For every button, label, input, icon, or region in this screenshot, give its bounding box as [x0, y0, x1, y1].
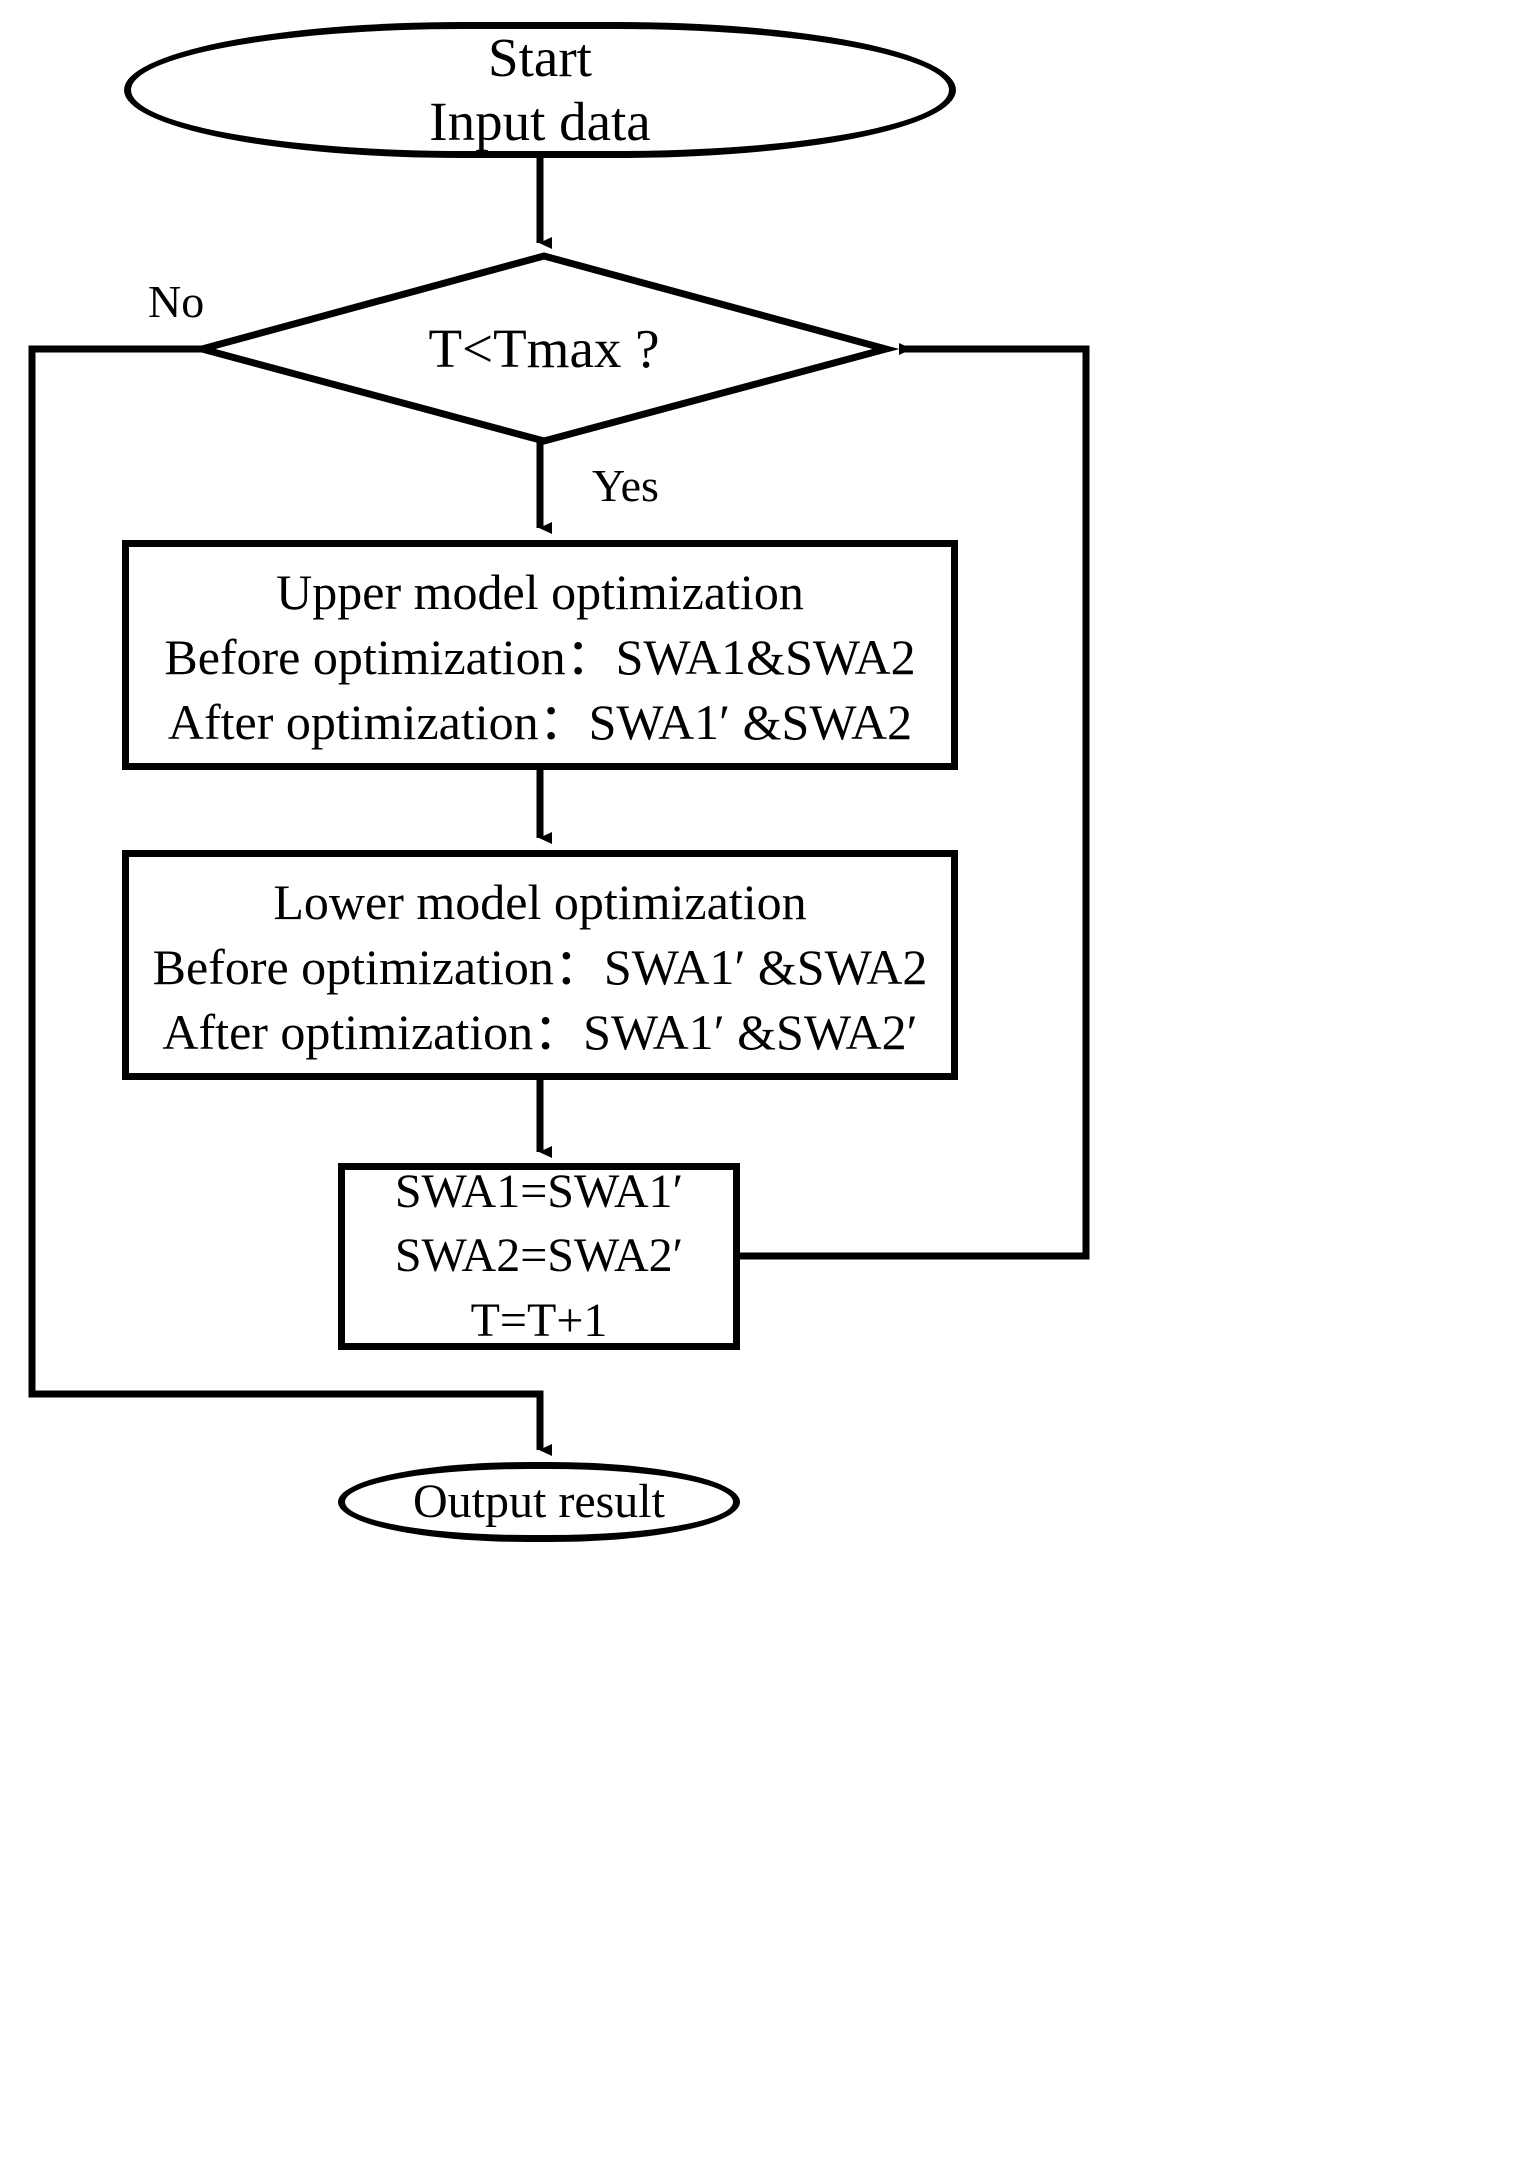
node-update-line-1: SWA1=SWA1′	[394, 1165, 684, 1219]
node-output-line-1: Output result	[413, 1474, 665, 1528]
node-decision[interactable]: T<Tmax ?	[200, 255, 888, 443]
node-start-line-2: Input data	[429, 91, 651, 152]
node-lower-line-3: After optimization：SWA1′ &SWA2′	[162, 1003, 918, 1060]
node-upper-line-2: Before optimization：SWA1&SWA2	[164, 628, 916, 685]
node-decision-text: T<Tmax ?	[428, 318, 660, 380]
node-start[interactable]: Start Input data	[124, 22, 956, 158]
node-lower-model-optimization[interactable]: Lower model optimization Before optimiza…	[122, 850, 958, 1080]
node-upper-model-optimization[interactable]: Upper model optimization Before optimiza…	[122, 540, 958, 770]
node-lower-line-2: Before optimization：SWA1′ &SWA2	[152, 938, 928, 995]
decision-diamond-shape	[188, 252, 900, 445]
edge-update-feedback-loop	[740, 343, 1090, 1260]
node-variable-update[interactable]: SWA1=SWA1′ SWA2=SWA2′ T=T+1	[338, 1163, 740, 1350]
node-start-line-1: Start	[488, 27, 592, 89]
node-upper-line-3: After optimization：SWA1′ &SWA2	[167, 693, 913, 750]
edge-label-no: No	[148, 276, 205, 327]
node-update-line-3: T=T+1	[470, 1293, 608, 1347]
node-update-line-2: SWA2=SWA2′	[394, 1229, 684, 1283]
node-output-result[interactable]: Output result	[338, 1462, 740, 1542]
node-upper-line-1: Upper model optimization	[276, 563, 804, 620]
node-lower-line-1: Lower model optimization	[273, 873, 807, 930]
edge-label-yes: Yes	[592, 460, 659, 511]
